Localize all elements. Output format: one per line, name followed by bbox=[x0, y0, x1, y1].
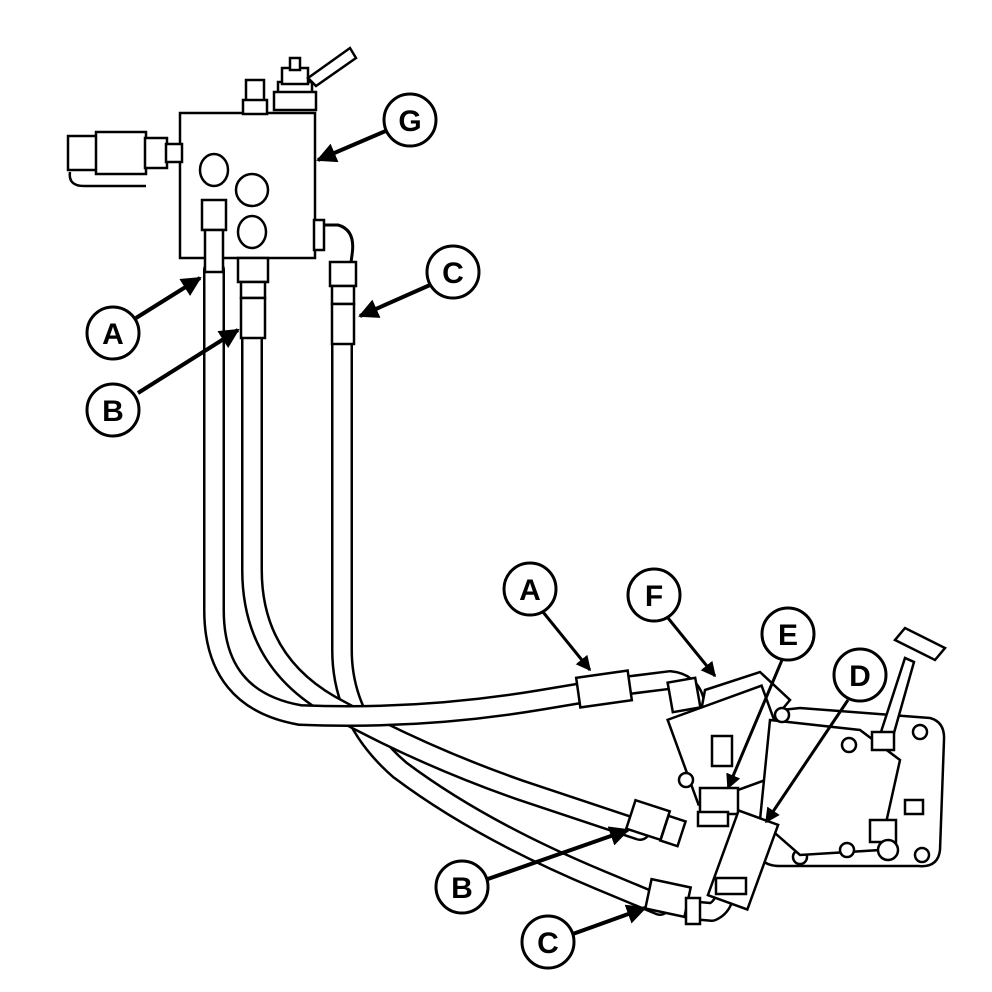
callout-arrow-c-lower bbox=[569, 904, 647, 937]
callout-circle-d bbox=[832, 647, 888, 703]
lower-valve-assembly bbox=[574, 626, 947, 926]
callout-circle-e bbox=[760, 606, 816, 662]
callout-labels: G A B C A F E D B C bbox=[102, 105, 871, 960]
callout-label-a-upper: A bbox=[102, 318, 124, 351]
manifold-block bbox=[66, 46, 358, 271]
callout-arrow-f bbox=[666, 617, 717, 678]
callout-label-b-upper: B bbox=[102, 395, 124, 428]
callout-label-f: F bbox=[645, 580, 663, 613]
callout-circle-a-upper bbox=[85, 305, 141, 361]
callout-arrow-d bbox=[764, 699, 850, 824]
callout-circle-a-lower bbox=[502, 561, 558, 617]
callout-arrow-c-upper bbox=[358, 283, 431, 318]
callout-arrow-g bbox=[316, 128, 389, 163]
callout-arrow-b-upper bbox=[136, 328, 240, 395]
callout-circle-c-lower bbox=[520, 914, 576, 970]
callout-label-d: D bbox=[849, 660, 871, 693]
callout-arrow-a-lower bbox=[541, 611, 592, 672]
callout-arrow-e bbox=[726, 659, 784, 790]
callout-label-e: E bbox=[778, 619, 798, 652]
callout-circle-f bbox=[626, 567, 682, 623]
callout-circle-g bbox=[382, 92, 438, 148]
callout-circle-b-upper bbox=[85, 382, 141, 438]
callout-arrow-b-lower bbox=[484, 826, 630, 882]
callout-label-c-upper: C bbox=[442, 257, 464, 290]
upper-hose-fittings bbox=[200, 198, 358, 346]
callout-label-a-lower: A bbox=[519, 574, 541, 607]
callout-label-g: G bbox=[398, 105, 421, 138]
hose-b bbox=[241, 289, 651, 841]
callout-label-c-lower: C bbox=[537, 927, 559, 960]
callouts bbox=[85, 92, 888, 970]
callout-arrow-a-upper bbox=[134, 276, 202, 320]
callout-circle-c-upper bbox=[425, 244, 481, 300]
callout-circle-b-lower bbox=[434, 859, 490, 915]
callout-label-b-lower: B bbox=[451, 872, 473, 905]
